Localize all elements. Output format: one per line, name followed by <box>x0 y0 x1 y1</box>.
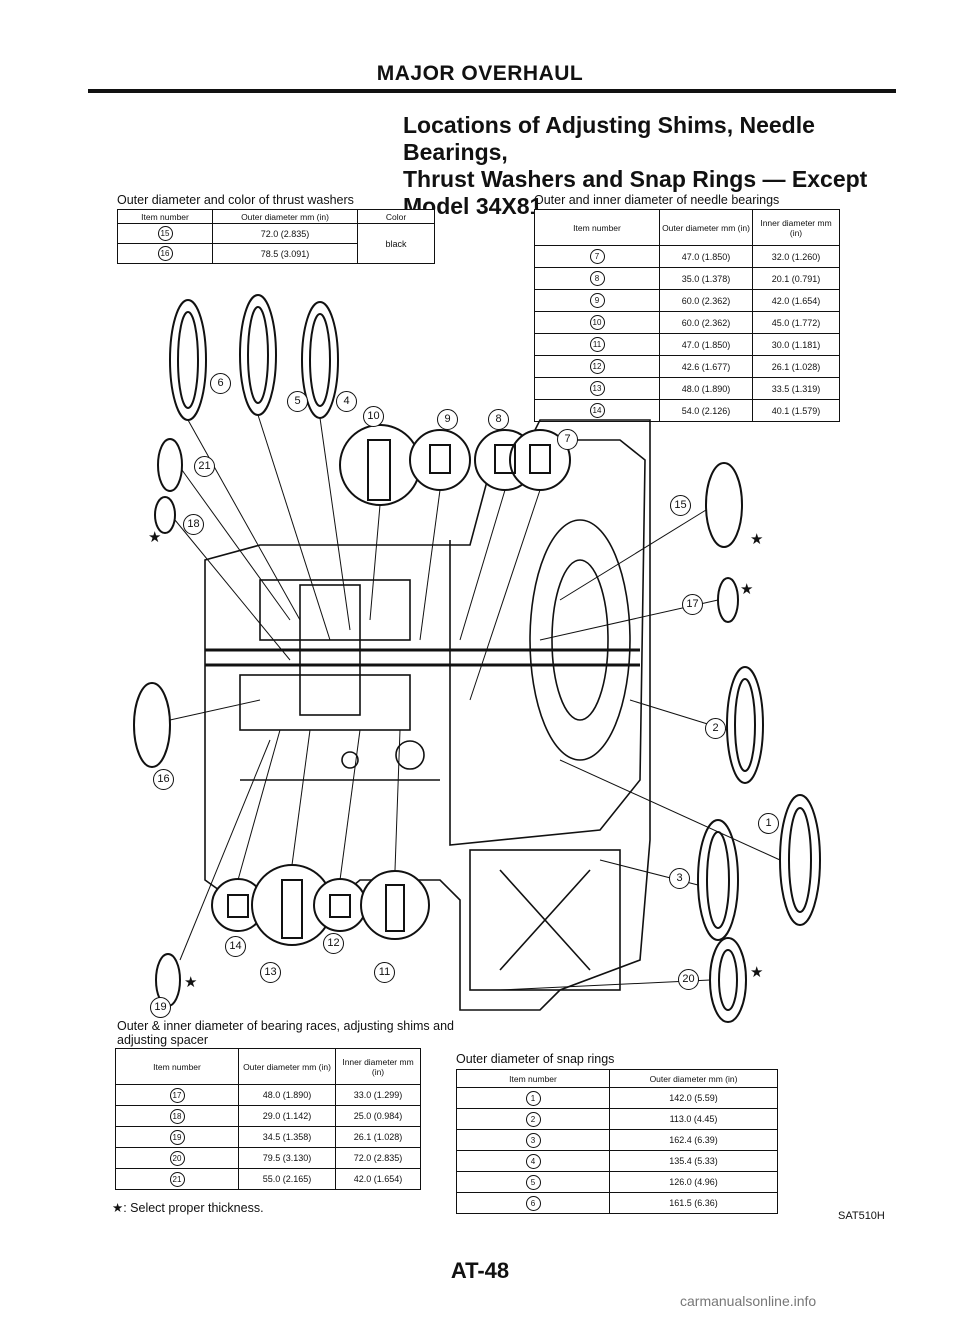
item-label-19: 19 <box>150 997 171 1018</box>
item-label-4: 4 <box>336 391 357 412</box>
table-cell: 78.5 (3.091) <box>212 243 358 264</box>
snap-ring-1 <box>779 794 821 926</box>
bearing-races-caption-line-1: Outer & inner diameter of bearing races,… <box>117 1019 454 1033</box>
item-label-16: 16 <box>153 769 174 790</box>
needle-bearings-caption: Outer and inner diameter of needle beari… <box>534 193 780 207</box>
item-label-12: 12 <box>323 933 344 954</box>
item-label-17: 17 <box>682 594 703 615</box>
valve <box>395 740 425 770</box>
snap-ring-6-inner <box>177 311 199 409</box>
race-20-inner <box>718 949 738 1011</box>
item-label-21: 21 <box>194 456 215 477</box>
washer-16 <box>133 682 171 768</box>
page-header: MAJOR OVERHAUL <box>376 62 584 85</box>
snap-ring-6 <box>169 299 207 421</box>
thrust-washers-caption: Outer diameter and color of thrust washe… <box>117 193 354 207</box>
table-cell: 20.1 (0.791) <box>752 267 840 290</box>
item-label-8: 8 <box>488 409 509 430</box>
needle-bearing-12-detail <box>313 878 367 932</box>
table-cell-item: 21 <box>115 1168 239 1190</box>
valve-2 <box>341 751 359 769</box>
item-label-5: 5 <box>287 391 308 412</box>
table-cell: 40.1 (1.579) <box>752 399 840 422</box>
figure-code: SAT510H <box>838 1210 885 1222</box>
table-cell-item: 14 <box>534 399 660 422</box>
needle-bearing-9-detail <box>409 429 471 491</box>
item-label-15: 15 <box>670 495 691 516</box>
race-21 <box>157 438 183 492</box>
table-cell-item: 6 <box>456 1192 610 1214</box>
item-label-6: 6 <box>210 373 231 394</box>
page-number: AT-48 <box>450 1258 510 1283</box>
item-label-18: 18 <box>183 514 204 535</box>
watermark-text: carmanualsonline.info <box>680 1293 817 1309</box>
nb-header-item: Item number <box>534 209 660 246</box>
select-thickness-note: ★: Select proper thickness. <box>112 1201 264 1215</box>
needle-bearing-11-detail <box>360 870 430 940</box>
snap-ring-3-inner <box>706 831 730 929</box>
differential-gears <box>499 869 591 971</box>
snap-ring-3 <box>697 819 739 941</box>
snap-ring-4-inner <box>309 313 331 407</box>
item-label-10: 10 <box>363 406 384 427</box>
snap-ring-2-inner <box>734 678 756 772</box>
clutch-pack <box>259 579 411 641</box>
item-label-20: 20 <box>678 969 699 990</box>
torque-converter <box>529 519 631 761</box>
race-18 <box>154 496 176 534</box>
item-label-3: 3 <box>669 868 690 889</box>
item-label-1: 1 <box>758 813 779 834</box>
bearing-races-caption-line-2: adjusting spacer <box>117 1033 209 1047</box>
title-line-1: Locations of Adjusting Shims, Needle Bea… <box>403 112 815 165</box>
item-label-9: 9 <box>437 409 458 430</box>
washer-15 <box>705 462 743 548</box>
table-row-item: 16 <box>117 243 213 264</box>
needle-bearing-10-detail <box>339 424 421 506</box>
item-label-13: 13 <box>260 962 281 983</box>
item-label-14: 14 <box>225 936 246 957</box>
header-rule <box>88 89 896 93</box>
snap-ring-5-inner <box>247 306 269 404</box>
clutch-pack-lower <box>239 674 411 731</box>
needle-bearings-table: Item number Outer diameter mm (in) Inner… <box>534 209 840 422</box>
bearing-races-caption: Outer & inner diameter of bearing races,… <box>117 1019 454 1047</box>
item-label-2: 2 <box>705 718 726 739</box>
item-label-7: 7 <box>557 429 578 450</box>
thrust-washers-table: Item number Outer diameter mm (in) Color… <box>117 209 435 264</box>
select-thickness-star-icon: ★ <box>750 964 764 981</box>
race-17 <box>717 577 739 623</box>
snap-ring-2 <box>726 666 764 784</box>
snap-ring-5 <box>239 294 277 416</box>
select-thickness-star-icon: ★ <box>740 581 754 598</box>
converter-housing-outline <box>449 439 646 846</box>
select-thickness-star-icon: ★ <box>184 974 198 991</box>
table-cell: 42.0 (1.654) <box>335 1168 421 1190</box>
bearing-races-table: Item number Outer diameter mm (in) Inner… <box>115 1048 421 1190</box>
section-title: Locations of Adjusting Shims, Needle Bea… <box>403 112 923 220</box>
br-header-item: Item number <box>115 1048 239 1085</box>
select-thickness-star-icon: ★ <box>148 529 162 546</box>
table-cell: 161.5 (6.36) <box>609 1192 778 1214</box>
snap-rings-caption: Outer diameter of snap rings <box>456 1052 615 1066</box>
select-thickness-star-icon: ★ <box>750 531 764 548</box>
tw-color-cell: black <box>357 223 435 264</box>
snap-ring-1-inner <box>788 807 812 913</box>
title-line-2: Thrust Washers and Snap Rings — Except <box>403 166 868 192</box>
converter-inner <box>551 559 609 721</box>
item-label-11: 11 <box>374 962 395 983</box>
differential <box>469 849 621 991</box>
